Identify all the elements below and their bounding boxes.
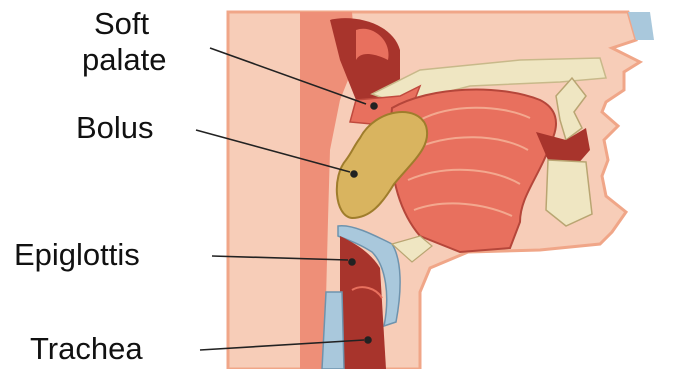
epiglottis-leader-dot <box>349 259 355 265</box>
trachea <box>322 292 344 369</box>
soft-palate-label-line1: Soft <box>94 8 149 40</box>
bolus-leader-dot <box>351 171 357 177</box>
bolus-label: Bolus <box>76 112 154 144</box>
soft-palate-label-line2: palate <box>82 44 166 76</box>
trachea-leader-dot <box>365 337 371 343</box>
epiglottis-label: Epiglottis <box>14 239 140 271</box>
trachea-label: Trachea <box>30 333 143 365</box>
soft-palate-leader-dot <box>371 103 377 109</box>
